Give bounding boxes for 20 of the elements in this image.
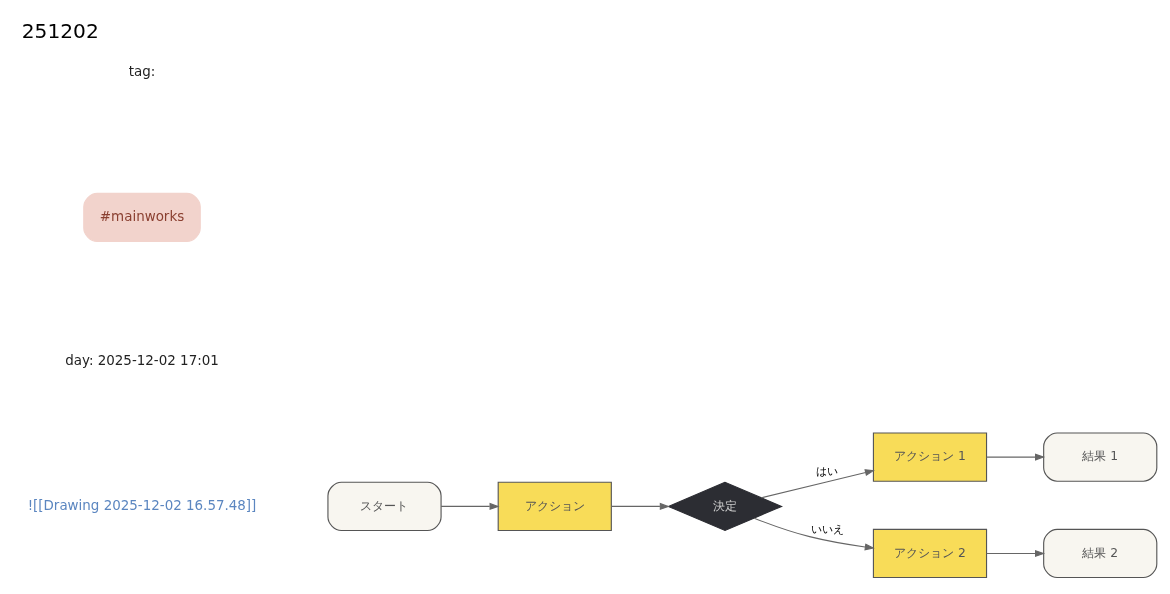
arrow — [986, 453, 1046, 461]
label: ![[Drawing 2025-12-02 16.57.48]] — [27, 497, 257, 513]
arrow — [753, 517, 875, 550]
label: #mainworks — [99, 208, 185, 224]
arrow — [986, 549, 1046, 557]
node-box: アクション 2 — [872, 528, 988, 578]
label: tag: — [128, 63, 156, 79]
node-box: スタート — [327, 481, 442, 531]
edge-label: いいえ — [811, 522, 844, 536]
node-box: 結果 1 — [1043, 431, 1158, 482]
label: day: 2025-12-02 17:01 — [65, 352, 219, 368]
arrow — [440, 502, 500, 510]
arrow — [760, 468, 875, 498]
node-box: 結果 2 — [1043, 528, 1158, 578]
node-box: アクション 1 — [872, 431, 988, 482]
node-diamond: 決定 — [667, 481, 783, 531]
edge-label: はい — [816, 464, 839, 478]
diagram-title: 251202 — [21, 18, 99, 43]
arrow — [610, 502, 670, 510]
node-box: アクション — [497, 481, 612, 531]
